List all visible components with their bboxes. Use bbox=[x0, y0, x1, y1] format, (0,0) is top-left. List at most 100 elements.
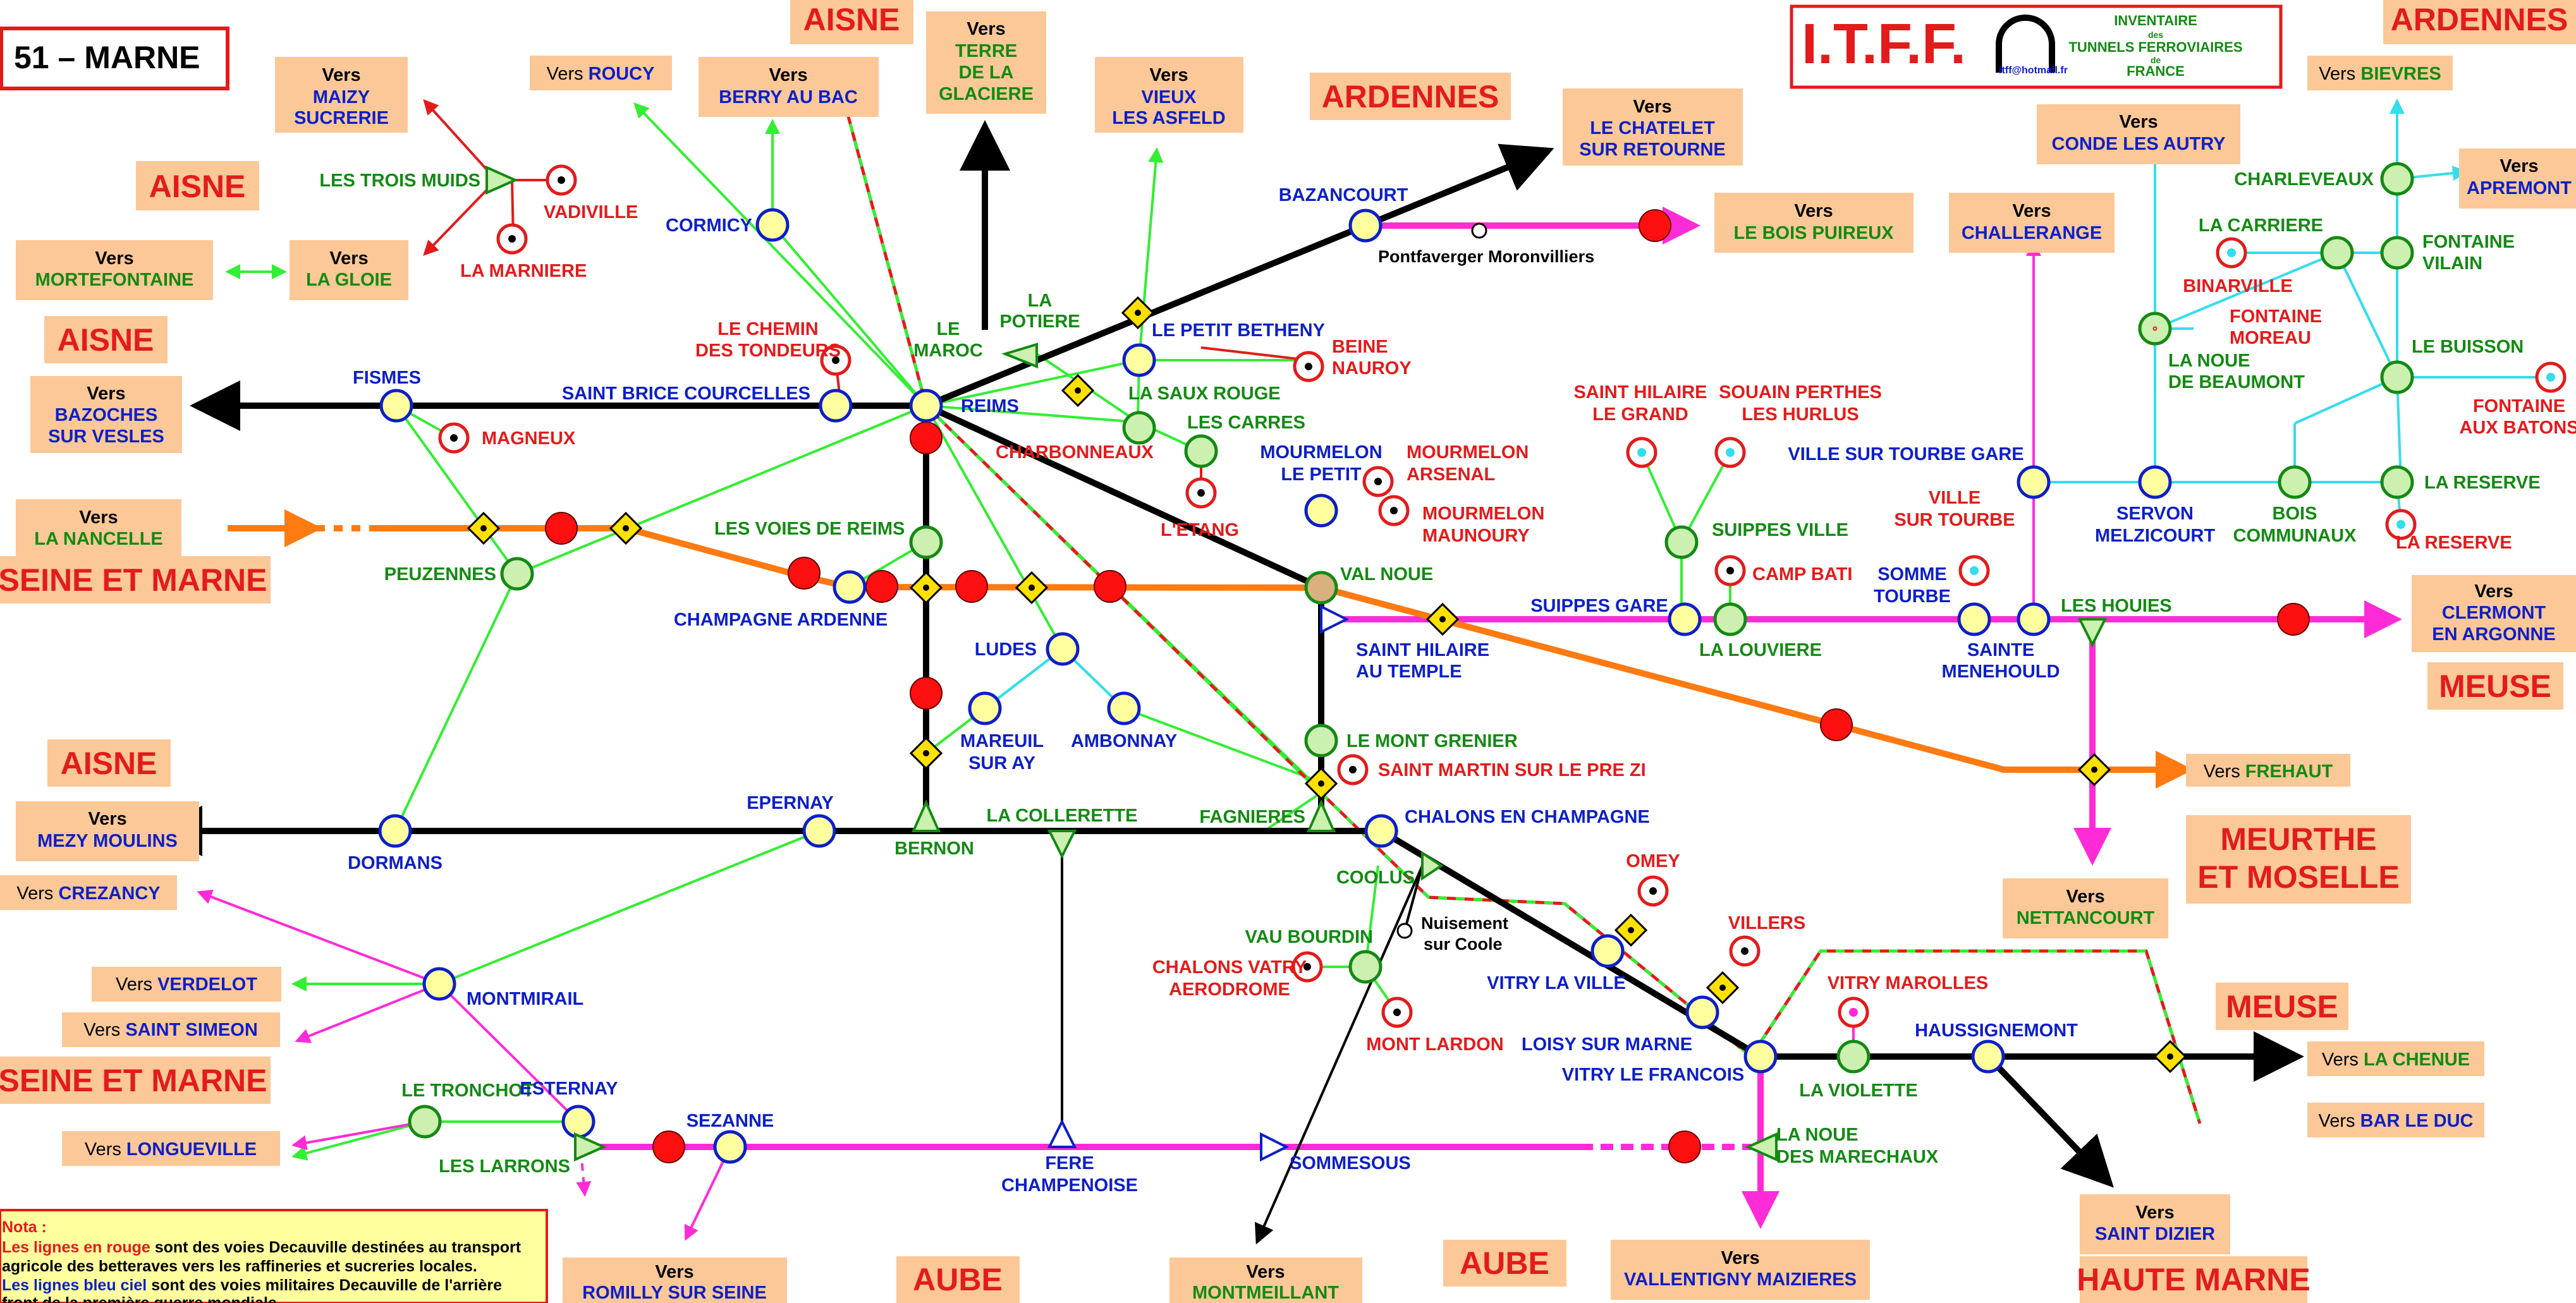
note-box: Nota : Les lignes en rouge sont des voie… bbox=[0, 1209, 548, 1303]
dest-bazoches-vers: Vers bbox=[87, 384, 125, 404]
label-mareuil-2: SUR AY bbox=[968, 753, 1035, 773]
dest-maizy-vers: Vers bbox=[322, 65, 360, 85]
label-maunoury-2: MAUNOURY bbox=[1422, 526, 1530, 546]
dest-chatelet-vers: Vers bbox=[1633, 97, 1671, 117]
label-sthilairetemple-2: AU TEMPLE bbox=[1356, 662, 1462, 682]
label-fontainevilain-2: VILAIN bbox=[2422, 253, 2482, 274]
region-seine-marne-2: SEINE ET MARNE bbox=[0, 1063, 267, 1098]
dest-challerange-vers: Vers bbox=[2012, 201, 2051, 221]
label-maroc-2: MAROC bbox=[913, 341, 983, 361]
region-meuse-2: MEUSE bbox=[2226, 989, 2338, 1024]
label-sthilairegrand-2: LE GRAND bbox=[1592, 404, 1688, 425]
label-sthilairetemple-1: SAINT HILAIRE bbox=[1356, 640, 1489, 660]
dest-mezy-vers: Vers bbox=[88, 809, 126, 829]
label-montlardon: MONT LARDON bbox=[1366, 1034, 1503, 1055]
label-tronchot: LE TRONCHOT bbox=[401, 1081, 534, 1101]
dest-romilly-1: ROMILLY SUR SEINE bbox=[582, 1283, 767, 1303]
label-chemin-1: LE CHEMIN bbox=[717, 319, 819, 339]
dest-chatelet-1: LE CHATELET bbox=[1590, 118, 1715, 138]
label-suippesville: SUIPPES VILLE bbox=[1712, 520, 1848, 540]
region-meurthe: MEURTHE bbox=[2220, 821, 2376, 857]
label-esternay: ESTERNAY bbox=[520, 1079, 618, 1099]
label-magneux: MAGNEUX bbox=[482, 428, 576, 449]
label-cormicy: CORMICY bbox=[666, 215, 752, 236]
tunnel-logo-icon bbox=[1996, 15, 2055, 73]
dest-roucy: Vers ROUCY bbox=[547, 64, 655, 84]
label-servon-1: SERVON bbox=[2116, 504, 2194, 524]
label-mourmelon-1: MOURMELON bbox=[1260, 442, 1382, 463]
region-aisne-top: AISNE bbox=[803, 2, 900, 37]
label-stmenehould-1: SAINTE bbox=[1967, 640, 2034, 660]
dest-bazoches-1: BAZOCHES bbox=[55, 405, 158, 425]
label-fontainebatons-2: AUX BATONS bbox=[2459, 418, 2576, 438]
label-villesurtourbe-2: SUR TOURBE bbox=[1894, 510, 2015, 530]
label-voiesreims: LES VOIES DE REIMS bbox=[714, 519, 905, 539]
region-aisne-left3: AISNE bbox=[61, 746, 157, 781]
dest-chenue: Vers LA CHENUE bbox=[2322, 1050, 2470, 1070]
dest-verdelot: Vers VERDELOT bbox=[116, 974, 257, 995]
label-vaubourdin: VAU BOURDIN bbox=[1245, 927, 1373, 947]
dest-terre-1: TERRE bbox=[955, 41, 1017, 61]
label-coolus: COOLUS bbox=[1336, 868, 1415, 888]
label-violette: LA VIOLETTE bbox=[1799, 1081, 1917, 1101]
dest-berry-1: BERRY AU BAC bbox=[719, 87, 858, 107]
dest-crezancy: Vers CREZANCY bbox=[16, 883, 160, 904]
dest-terre-3: GLACIERE bbox=[939, 84, 1034, 104]
label-montgrenier: LE MONT GRENIER bbox=[1346, 731, 1518, 751]
label-chalons: CHALONS EN CHAMPAGNE bbox=[1405, 807, 1650, 827]
dest-vieux-1: VIEUX bbox=[1141, 87, 1197, 107]
itff-header: I.T.F.F. itff@hotmail.fr INVENTAIRE des … bbox=[1790, 4, 2283, 89]
label-fontainevilain-1: FONTAINE bbox=[2422, 232, 2515, 252]
label-potiere-1: LA bbox=[1028, 291, 1053, 311]
dest-barleduc: Vers BAR LE DUC bbox=[2319, 1111, 2474, 1131]
label-louviere: LA LOUVIERE bbox=[1699, 640, 1822, 660]
label-collerette: LA COLLERETTE bbox=[987, 806, 1138, 826]
label-mourmelon-2: LE PETIT bbox=[1281, 464, 1362, 485]
label-mareuil-1: MAREUIL bbox=[960, 731, 1044, 751]
dest-vallentigny-1: VALLENTIGNY MAIZIERES bbox=[1624, 1270, 1857, 1290]
label-fere-2: CHAMPENOISE bbox=[1001, 1175, 1138, 1196]
dest-mortefontaine-vers: Vers bbox=[95, 248, 133, 269]
note-line2: agricole des betteraves vers les raffine… bbox=[2, 1258, 477, 1275]
itff-inv-3: TUNNELS FERROVIAIRES bbox=[2068, 39, 2242, 55]
dest-vieux-2: LES ASFELD bbox=[1112, 108, 1225, 128]
region-ardennes-mid: ARDENNES bbox=[1322, 79, 1499, 114]
dest-saintdizier-vers: Vers bbox=[2135, 1203, 2174, 1223]
label-vatry-2: AERODROME bbox=[1169, 979, 1290, 1000]
label-montmirail: MONTMIRAIL bbox=[467, 989, 583, 1009]
label-vadiville: VADIVILLE bbox=[544, 202, 638, 222]
region-moselle: ET MOSELLE bbox=[2197, 859, 2399, 895]
dest-terre-vers: Vers bbox=[967, 19, 1005, 39]
region-aube-1: AUBE bbox=[913, 1262, 1003, 1297]
label-villesurtourbegare: VILLE SUR TOURBE GARE bbox=[1788, 444, 2024, 464]
label-peuzennes: PEUZENNES bbox=[384, 564, 496, 585]
label-sommesous: SOMMESOUS bbox=[1290, 1153, 1411, 1173]
dest-frehaut: Vers FREHAUT bbox=[2204, 761, 2333, 782]
label-sauxrouge: LA SAUX ROUGE bbox=[1128, 384, 1281, 404]
label-ludes: LUDES bbox=[975, 639, 1037, 660]
dest-clermont-vers: Vers bbox=[2474, 581, 2513, 602]
dest-nancelle-vers: Vers bbox=[79, 507, 118, 528]
station-labels: FISMES SAINT BRICE COURCELLES REIMS CORM… bbox=[319, 169, 2576, 1196]
region-haute-marne: HAUTE MARNE bbox=[2077, 1262, 2310, 1297]
label-souain-1: SOUAIN PERTHES bbox=[1719, 382, 1882, 403]
itff-inv-5: FRANCE bbox=[2127, 63, 2185, 79]
dest-boispuireux-vers: Vers bbox=[1794, 201, 1833, 221]
label-maunoury-1: MOURMELON bbox=[1422, 504, 1544, 524]
label-stbrice: SAINT BRICE COURCELLES bbox=[562, 384, 810, 404]
dest-nettancourt-vers: Vers bbox=[2066, 887, 2104, 907]
itff-inv-1: INVENTAIRE bbox=[2114, 13, 2197, 28]
dest-simeon: Vers SAINT SIMEON bbox=[83, 1020, 258, 1040]
dest-apremont-vers: Vers bbox=[2500, 156, 2538, 176]
dest-conde-vers: Vers bbox=[2119, 112, 2158, 132]
label-arsenal-1: MOURMELON bbox=[1407, 442, 1529, 463]
label-beine-1: BEINE bbox=[1332, 337, 1388, 357]
label-troismuids: LES TROIS MUIDS bbox=[319, 171, 480, 191]
station-nodes bbox=[378, 162, 2567, 1164]
label-binarville: BINARVILLE bbox=[2183, 276, 2292, 296]
destination-boxes: Vers MAIZY SUCRERIE Vers ROUCY Vers BERR… bbox=[0, 11, 2576, 1303]
label-omey: OMEY bbox=[1626, 851, 1680, 871]
label-dormans: DORMANS bbox=[348, 853, 443, 873]
